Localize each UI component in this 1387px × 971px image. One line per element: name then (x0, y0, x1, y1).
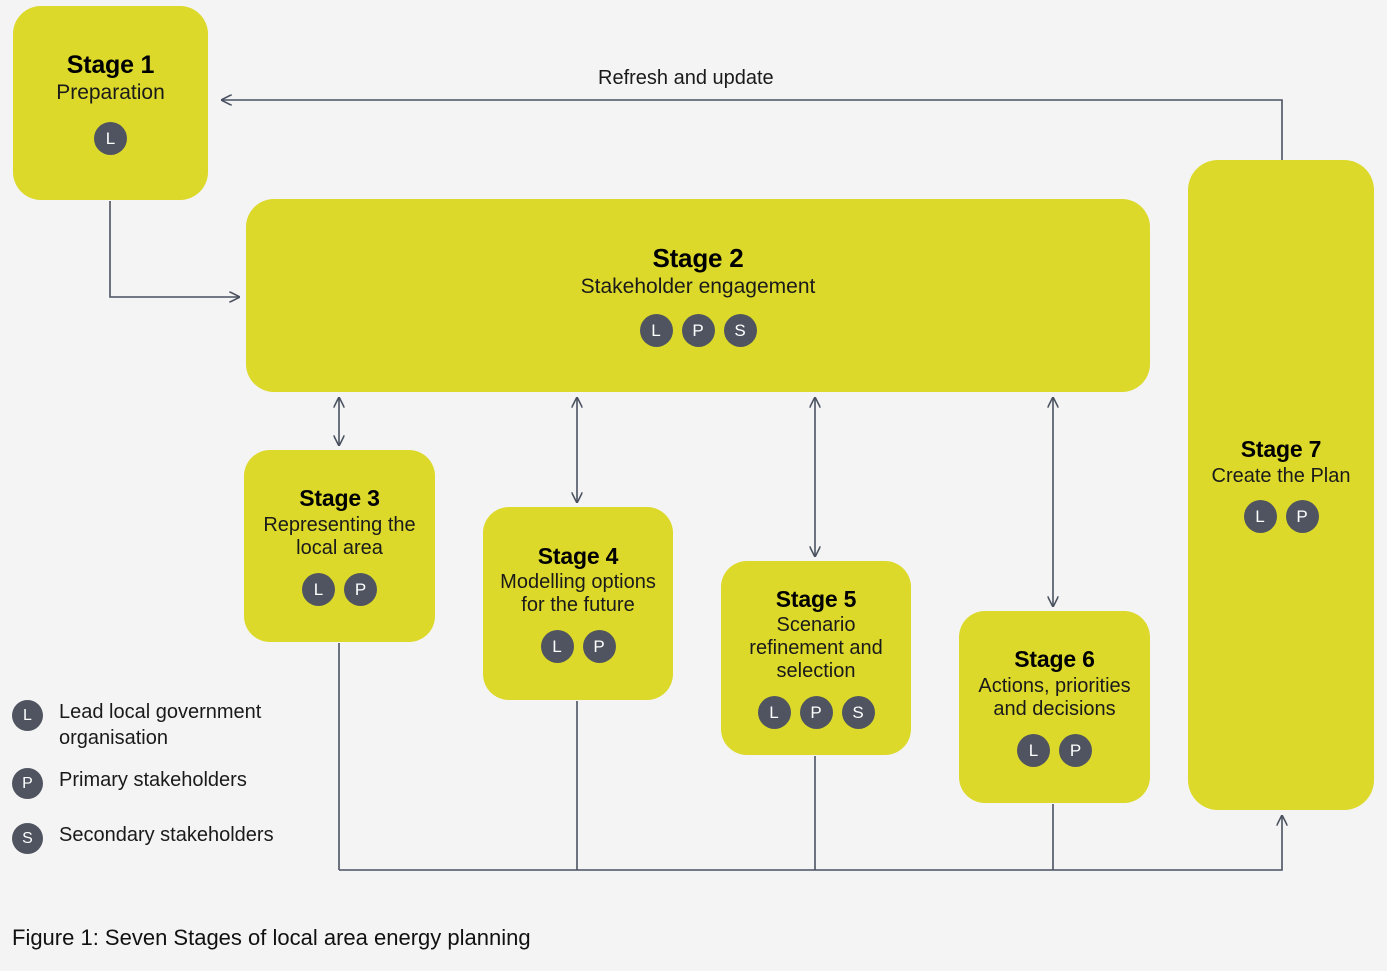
legend-label-primary: Primary stakeholders (59, 769, 247, 791)
stage-7-badges: L P (1243, 499, 1319, 533)
badge-primary-stakeholders: P (582, 630, 616, 664)
stage-box-1[interactable]: Stage 1 Preparation L (13, 6, 208, 200)
stage-4-badges: L P (540, 630, 616, 664)
stage-box-6[interactable]: Stage 6 Actions, priorities and decision… (959, 611, 1150, 803)
badge-secondary-stakeholders: S (723, 313, 757, 347)
stage-6-badges: L P (1017, 733, 1092, 767)
legend: L Lead local government organisation P P… (12, 699, 332, 854)
figure-caption: Figure 1: Seven Stages of local area ene… (12, 925, 531, 950)
badge-lead-local-government: L (302, 572, 335, 606)
legend-badge-secondary-icon: S (12, 823, 43, 854)
stage-2-title: Stage 2 (652, 243, 744, 274)
stage-5-title: Stage 5 (775, 585, 857, 612)
wire-bus-to-stage7 (339, 816, 1282, 871)
stage-5-badges: L P S (757, 696, 875, 730)
legend-badge-lead-icon: L (12, 700, 43, 731)
stage-1-badges: L (94, 121, 127, 155)
badge-lead-local-government: L (540, 630, 574, 664)
stage-2-subtitle: Stakeholder engagement (580, 275, 816, 299)
refresh-and-update-label: Refresh and update (598, 67, 774, 89)
badge-lead-local-government: L (1017, 733, 1050, 767)
badge-primary-stakeholders: P (799, 696, 833, 730)
stage-box-5[interactable]: Stage 5 Scenario refinement and selectio… (721, 561, 911, 755)
badge-lead-local-government: L (1243, 499, 1277, 533)
stage-3-subtitle: Representing the local area (263, 513, 416, 559)
stage-4-subtitle: Modelling options for the future (500, 571, 656, 617)
stage-box-4[interactable]: Stage 4 Modelling options for the future… (483, 507, 673, 700)
stage-7-title: Stage 7 (1240, 436, 1322, 463)
stage-box-7[interactable]: Stage 7 Create the Plan L P (1188, 160, 1374, 810)
legend-label-lead: Lead local government organisation (59, 701, 262, 749)
stage-6-title: Stage 6 (1014, 646, 1095, 673)
badge-primary-stakeholders: P (1285, 499, 1319, 533)
badge-lead-local-government: L (757, 696, 791, 730)
legend-label-secondary: Secondary stakeholders (59, 824, 274, 846)
stage-3-title: Stage 3 (299, 485, 380, 512)
stage-3-badges: L P (302, 572, 377, 606)
badge-primary-stakeholders: P (344, 572, 377, 606)
legend-item-lead: L Lead local government organisation (12, 699, 332, 751)
stage-1-subtitle: Preparation (56, 81, 165, 105)
legend-item-primary: P Primary stakeholders (12, 767, 332, 799)
badge-secondary-stakeholders: S (841, 696, 875, 730)
stage-6-subtitle: Actions, priorities and decisions (978, 674, 1131, 720)
stage-7-subtitle: Create the Plan (1211, 464, 1351, 487)
badge-primary-stakeholders: P (681, 313, 715, 347)
badge-primary-stakeholders: P (1059, 733, 1092, 767)
badge-lead-local-government: L (639, 313, 673, 347)
badge-lead-local-government: L (94, 121, 127, 155)
wire-stage1-to-stage2 (109, 201, 239, 297)
legend-badge-primary-icon: P (12, 768, 43, 799)
stage-4-title: Stage 4 (537, 542, 619, 569)
stage-box-3[interactable]: Stage 3 Representing the local area L P (244, 450, 435, 642)
stage-box-2[interactable]: Stage 2 Stakeholder engagement L P S (246, 199, 1150, 392)
legend-item-secondary: S Secondary stakeholders (12, 822, 332, 854)
stage-2-badges: L P S (639, 313, 757, 347)
wire-refresh-update (222, 100, 1283, 160)
stage-1-title: Stage 1 (66, 51, 155, 80)
stage-5-subtitle: Scenario refinement and selection (749, 614, 883, 683)
